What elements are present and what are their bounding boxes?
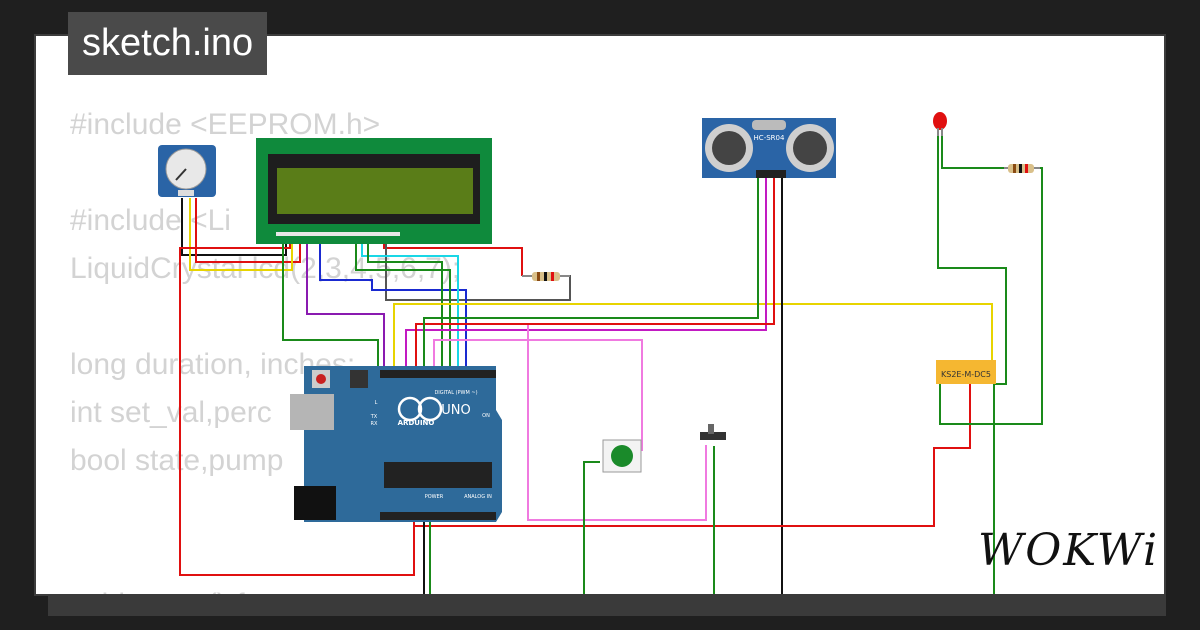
wire-green-lcd3 (367, 238, 443, 370)
potentiometer (158, 145, 216, 197)
arduino-rx-label: RX (371, 421, 378, 427)
wire-magenta-us (405, 178, 767, 370)
relay (936, 360, 996, 384)
wire-cyan-lcd (361, 238, 459, 370)
arduino-digital-label: DIGITAL (PWM ~) (434, 390, 477, 396)
arduino-l-label: L (375, 400, 378, 406)
wire-red-us (415, 178, 775, 370)
slide-switch (700, 424, 726, 440)
wire-green-led (937, 136, 1007, 594)
arduino-on-label: ON (482, 413, 490, 419)
sketch-title-tab[interactable]: sketch.ino (68, 12, 268, 75)
wire-purple-lcd (306, 238, 385, 370)
arduino-tx-label: TX (370, 414, 378, 420)
push-button (602, 439, 642, 473)
frame-shadow (48, 594, 1166, 616)
lcd-display (256, 138, 492, 244)
wire-red-lcd-vcc (179, 238, 415, 576)
wire-green-us (423, 178, 759, 370)
arduino-uno (290, 366, 502, 522)
arduino-brand: UNO (441, 403, 470, 418)
wokwi-logo: WOKWi (978, 525, 1160, 576)
wire-black-pot (181, 198, 287, 256)
wire-green-lcd (282, 238, 379, 370)
wire-red-relay (413, 384, 971, 527)
wire-pink-button2 (527, 325, 707, 521)
wire-yellow-pot (189, 198, 293, 271)
code-line: void setup() { (70, 588, 245, 594)
code-line: bool state,pump (70, 444, 284, 477)
arduino-sub: ARDUINO (398, 419, 435, 427)
wire-red-pot (195, 198, 301, 263)
ultrasonic-sensor (702, 118, 836, 178)
relay-label: KS2E-M-DC5 (941, 370, 991, 379)
wire-green-led2 (941, 136, 1004, 169)
ultrasonic-label: HC-SR04 (754, 134, 785, 142)
arduino-analog-label: ANALOG IN (464, 494, 492, 500)
resistor-lcd (522, 272, 570, 281)
wire-green-lcd2 (355, 238, 451, 370)
resistor-led (1004, 164, 1040, 173)
diagram-canvas: #include <EEPROM.h> #include <Li LiquidC… (34, 34, 1166, 596)
code-line: #include <EEPROM.h> (70, 108, 381, 141)
wire-yellow-relay (393, 303, 993, 370)
led-red (933, 112, 947, 136)
wire-green-button (583, 461, 600, 594)
wire-green-relay (939, 167, 1043, 425)
code-line: int set_val,perc (70, 396, 272, 429)
arduino-power-label: POWER (425, 494, 444, 500)
